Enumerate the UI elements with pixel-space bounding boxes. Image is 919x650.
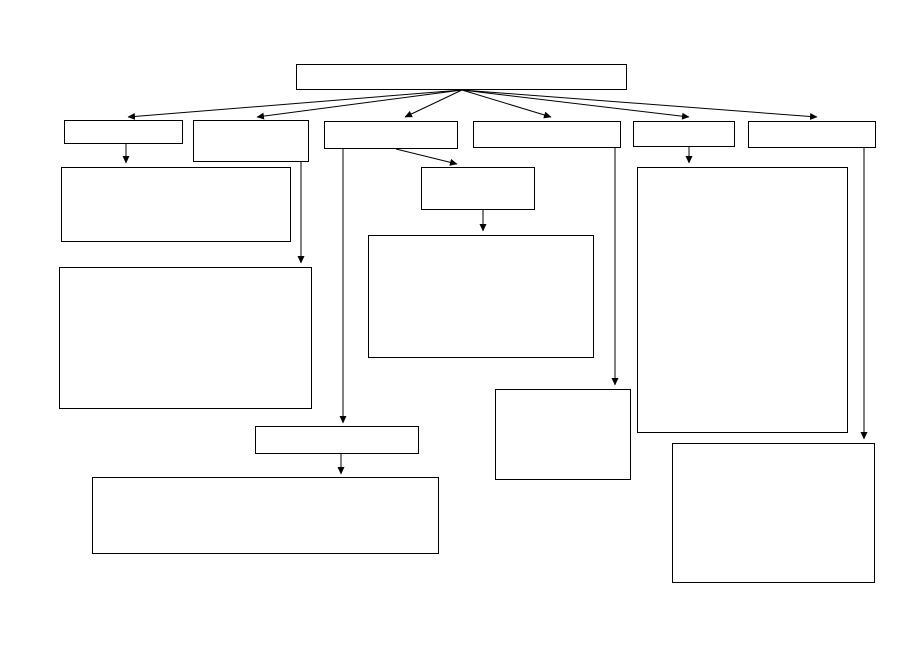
connector-layer [122,89,868,475]
node-cat-5 [633,121,735,147]
arrow-root-to-cat-1 [127,89,463,120]
box-cat-2-detail [59,267,312,409]
box-cat-3-lower-detail [92,477,439,554]
arrow-root-to-cat-5 [461,89,690,120]
node-cat-3-lower-detail [92,477,439,554]
node-cat-1 [64,120,183,144]
box-cat-6-detail [672,443,875,583]
arrow-root-to-cat-3 [404,89,463,118]
node-cat-1-detail [61,167,291,242]
node-cat-2 [193,120,309,162]
box-cat-4 [473,121,621,148]
box-cat-3-sub-detail [368,235,594,358]
box-cat-1-detail [61,167,291,242]
node-root [296,64,627,90]
node-cat-6-detail [672,443,875,583]
box-cat-5-detail [637,167,848,433]
node-cat-5-detail [637,167,848,433]
box-cat-2 [193,120,309,162]
box-layer [59,64,876,583]
arrow-root-to-cat-2 [256,89,463,120]
box-cat-3-lower [255,426,419,454]
box-cat-6 [748,121,876,148]
arrow-root-to-cat-4 [461,89,552,119]
box-cat-4-detail [495,389,631,480]
node-cat-4-detail [495,389,631,480]
box-root [296,64,627,90]
node-cat-2-detail [59,267,312,409]
box-cat-3 [324,121,458,149]
box-cat-5 [633,121,735,147]
box-cat-3-sub [421,167,535,210]
node-cat-3 [324,121,458,149]
node-cat-4 [473,121,621,148]
box-cat-1 [64,120,183,144]
node-cat-3-sub [421,167,535,210]
node-cat-3-lower [255,426,419,454]
arrow-cat-3-to-cat-3-sub [395,148,458,166]
node-cat-6 [748,121,876,148]
arrow-root-to-cat-6 [461,89,818,120]
node-cat-3-sub-detail [368,235,594,358]
